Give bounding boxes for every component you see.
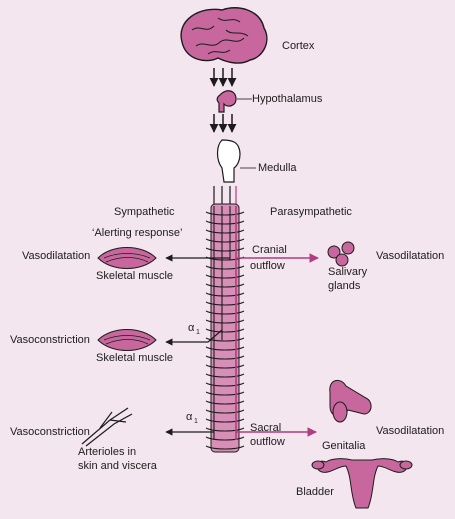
label-salivary-glands-2: glands (328, 280, 361, 292)
vertebra-9 (205, 292, 245, 297)
vertebra-8 (205, 283, 245, 288)
label-cranial-outflow-1: Cranial (252, 244, 287, 256)
vertebra-26 (205, 445, 245, 450)
arterioles-illustration (81, 407, 133, 447)
vertebra-22 (205, 409, 245, 414)
medulla-illustration (216, 139, 256, 183)
label-arterioles-2: skin and viscera (78, 460, 157, 472)
vertebra-20 (205, 391, 245, 396)
vertebra-15 (205, 346, 245, 351)
label-genitalia: Genitalia (322, 440, 366, 452)
vertebra-6 (205, 265, 245, 270)
label-arterioles-1: Arterioles in (78, 446, 137, 458)
label-vasoconstriction-mid: Vasoconstriction (10, 334, 90, 346)
label-sacral-outflow-2: outflow (250, 436, 285, 448)
label-alpha1-bottom: α (186, 411, 193, 423)
vertebra-10 (205, 301, 245, 306)
genitalia-illustration (329, 379, 372, 423)
label-parasympathetic: Parasympathetic (270, 206, 352, 218)
vertebra-24 (205, 427, 245, 432)
vertebra-13 (205, 328, 245, 333)
arrows-cortex-to-hypothalamus (209, 68, 237, 87)
vertebra-7 (205, 274, 245, 279)
label-vasodilatation-left: Vasodilatation (22, 250, 91, 262)
vertebra-16 (205, 355, 245, 360)
vertebra-11 (205, 310, 245, 315)
vertebra-18 (205, 373, 245, 378)
vertebra-4 (205, 247, 245, 252)
label-hypothalamus: Hypothalamus (252, 93, 323, 105)
label-vasodilatation-right-bottom: Vasodilatation (376, 425, 445, 437)
label-alpha1-mid-sub: 1 (196, 329, 200, 336)
label-alpha1-bottom-sub: 1 (194, 418, 198, 425)
label-bladder: Bladder (296, 486, 334, 498)
vertebra-1 (205, 220, 245, 225)
vertebra-21 (205, 400, 245, 405)
salivary-glands-illustration (327, 241, 355, 267)
vertebra-19 (205, 382, 245, 387)
skeletal-muscle-top-illustration (97, 247, 157, 269)
label-vasoconstriction-bottom: Vasoconstriction (10, 426, 90, 438)
vertebra-14 (205, 337, 245, 342)
label-cortex: Cortex (282, 40, 315, 52)
label-sympathetic: Sympathetic (114, 206, 175, 218)
vertebra-0 (205, 211, 245, 216)
arrows-hypothalamus-to-medulla (209, 114, 237, 133)
label-skeletal-muscle-top: Skeletal muscle (96, 270, 174, 282)
bladder-illustration (311, 458, 413, 509)
sympathetic-path-alpha1-muscle (165, 329, 223, 346)
vertebra-23 (205, 418, 245, 423)
label-alpha1-mid: α (188, 322, 195, 334)
label-cranial-outflow-2: outflow (250, 260, 285, 272)
vertebra-2 (205, 229, 245, 234)
label-alerting-response: ‘Alerting response’ (92, 227, 183, 239)
brain-cortex-illustration (180, 7, 268, 64)
label-vasodilatation-right-top: Vasodilatation (376, 250, 445, 262)
label-salivary-glands-1: Salivary (328, 266, 368, 278)
vertebra-3 (205, 238, 245, 243)
hypothalamus-illustration (216, 90, 252, 113)
vertebra-25 (205, 436, 245, 441)
vertebra-12 (205, 319, 245, 324)
vertebra-17 (205, 364, 245, 369)
spinal-column (205, 203, 245, 453)
label-sacral-outflow-1: Sacral (250, 422, 282, 434)
label-medulla: Medulla (258, 162, 297, 174)
skeletal-muscle-bottom-illustration (97, 329, 157, 351)
descending-tracts (213, 186, 237, 205)
label-skeletal-muscle-bottom: Skeletal muscle (96, 352, 174, 364)
